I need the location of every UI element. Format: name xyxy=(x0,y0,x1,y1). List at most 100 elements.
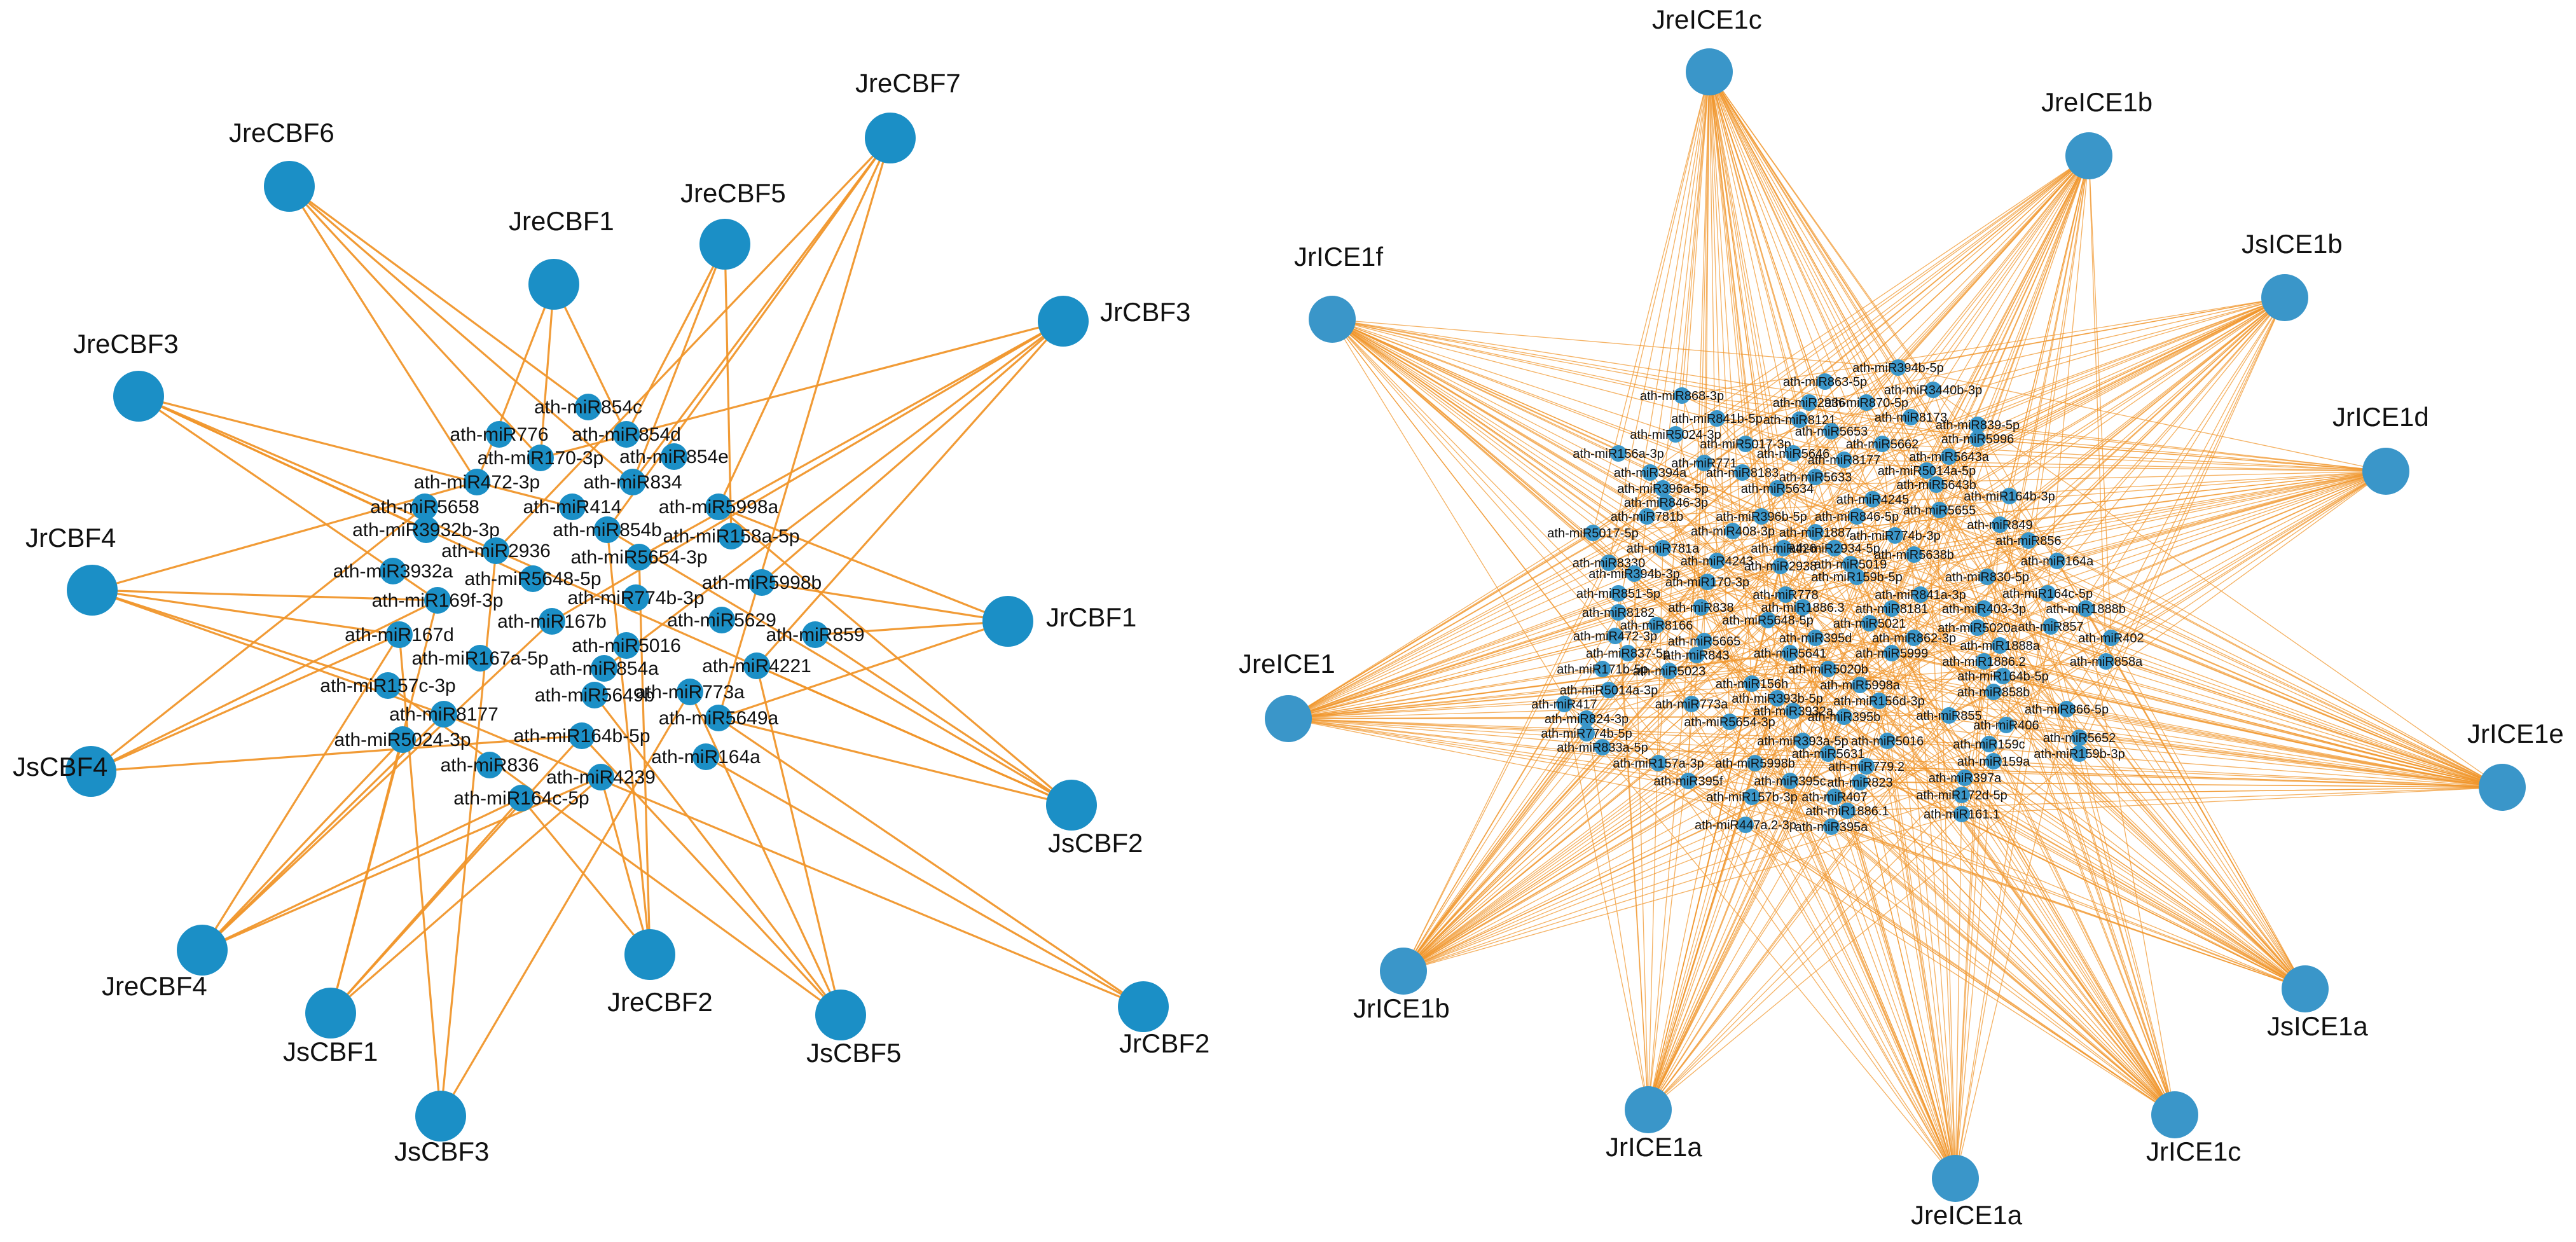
mirna-node-ath-mir870-5p[interactable]: ath-miR870-5p xyxy=(1824,394,1908,411)
mirna-node-ath-mir773a[interactable]: ath-miR773a xyxy=(635,679,745,705)
mirna-node-ath-mir394b-5p[interactable]: ath-miR394b-5p xyxy=(1852,359,1944,376)
mirna-node-ath-mir5634[interactable]: ath-miR5634 xyxy=(1741,480,1814,497)
mirna-node-ath-mir1886-2[interactable]: ath-miR1886.2 xyxy=(1942,653,2026,670)
mirna-node-ath-mir161-1[interactable]: ath-miR161.1 xyxy=(1924,806,2000,822)
mirna-node-ath-mir403-3p[interactable]: ath-miR403-3p xyxy=(1942,600,2026,617)
mirna-node-ath-mir3440b-3p[interactable]: ath-miR3440b-3p xyxy=(1884,382,1983,398)
mirna-node-ath-mir833a-5p[interactable]: ath-miR833a-5p xyxy=(1557,739,1648,756)
gene-node-jreice1a[interactable]: JreICE1a xyxy=(1911,1155,2023,1230)
mirna-node-ath-mir5643a[interactable]: ath-miR5643a xyxy=(1909,448,1990,465)
mirna-node-ath-mir5652[interactable]: ath-miR5652 xyxy=(2043,729,2116,746)
mirna-node-ath-mir170-3p[interactable]: ath-miR170-3p xyxy=(478,445,603,471)
mirna-node-ath-mir164b-5p[interactable]: ath-miR164b-5p xyxy=(513,722,651,749)
mirna-node-ath-mir846-3p[interactable]: ath-miR846-3p xyxy=(1624,494,1708,511)
mirna-node-ath-mir167b[interactable]: ath-miR167b xyxy=(497,608,607,635)
mirna-node-ath-mir8183[interactable]: ath-miR8183 xyxy=(1706,464,1779,481)
mirna-node-ath-mir836[interactable]: ath-miR836 xyxy=(440,752,539,778)
mirna-node-ath-mir5016[interactable]: ath-miR5016 xyxy=(572,632,681,659)
mirna-node-ath-mir2938[interactable]: ath-miR2938 xyxy=(1744,558,1817,574)
mirna-node-ath-mir3932b-3p[interactable]: ath-miR3932b-3p xyxy=(352,516,500,543)
gene-node-jrecbf3[interactable]: JreCBF3 xyxy=(73,329,179,422)
mirna-node-ath-mir394a[interactable]: ath-miR394a xyxy=(1614,464,1687,481)
gene-node-jrecbf1[interactable]: JreCBF1 xyxy=(509,206,614,310)
mirna-node-ath-mir5648-5p[interactable]: ath-miR5648-5p xyxy=(1722,612,1814,628)
mirna-node-ath-mir414[interactable]: ath-miR414 xyxy=(523,493,622,520)
gene-node-jrice1e[interactable]: JrICE1e xyxy=(2467,719,2564,811)
mirna-node-ath-mir5998b[interactable]: ath-miR5998b xyxy=(702,569,822,596)
gene-node-jreice1c[interactable]: JreICE1c xyxy=(1652,4,1762,95)
mirna-node-ath-mir774b-3p[interactable]: ath-miR774b-3p xyxy=(1849,527,1941,544)
mirna-node-ath-mir1886-1[interactable]: ath-miR1886.1 xyxy=(1805,803,1889,819)
mirna-node-ath-mir396a-5p[interactable]: ath-miR396a-5p xyxy=(1617,480,1709,497)
gene-node-jrice1f[interactable]: JrICE1f xyxy=(1294,242,1383,343)
mirna-node-ath-mir5648-5p[interactable]: ath-miR5648-5p xyxy=(464,565,602,592)
gene-node-jreice1[interactable]: JreICE1 xyxy=(1239,649,1335,742)
mirna-node-ath-mir159b-3p[interactable]: ath-miR159b-3p xyxy=(2034,745,2125,762)
mirna-node-ath-mir854c[interactable]: ath-miR854c xyxy=(534,394,642,420)
mirna-node-ath-mir5014a-3p[interactable]: ath-miR5014a-3p xyxy=(1560,682,1658,698)
gene-node-jrecbf6[interactable]: JreCBF6 xyxy=(229,118,334,212)
mirna-node-ath-mir159b-5p[interactable]: ath-miR159b-5p xyxy=(1811,569,1903,585)
mirna-node-ath-mir5653[interactable]: ath-miR5653 xyxy=(1795,423,1868,439)
mirna-node-ath-mir5020b[interactable]: ath-miR5020b xyxy=(1788,661,1868,677)
gene-node-jrice1c[interactable]: JrICE1c xyxy=(2146,1091,2241,1166)
gene-node-jscbf1[interactable]: JsCBF1 xyxy=(283,988,378,1066)
mirna-node-ath-mir5017-5p[interactable]: ath-miR5017-5p xyxy=(1547,525,1639,541)
mirna-node-ath-mir5016[interactable]: ath-miR5016 xyxy=(1851,733,1924,749)
mirna-node-ath-mir5631[interactable]: ath-miR5631 xyxy=(1792,745,1865,762)
mirna-node-ath-mir3932a[interactable]: ath-miR3932a xyxy=(1753,703,1834,719)
mirna-node-ath-mir5019[interactable]: ath-miR5019 xyxy=(1814,556,1887,572)
mirna-node-ath-mir5643b[interactable]: ath-miR5643b xyxy=(1896,476,1976,493)
gene-node-jrice1a[interactable]: JrICE1a xyxy=(1606,1086,1702,1162)
mirna-node-ath-mir843[interactable]: ath-miR843 xyxy=(1663,647,1730,663)
mirna-node-ath-mir417[interactable]: ath-miR417 xyxy=(1531,696,1597,712)
mirna-node-ath-mir1887[interactable]: ath-miR1887 xyxy=(1779,524,1852,541)
mirna-node-ath-mir5024-3p[interactable]: ath-miR5024-3p xyxy=(334,726,471,753)
mirna-node-ath-mir4243[interactable]: ath-miR4243 xyxy=(1681,553,1754,569)
mirna-node-ath-mir5662[interactable]: ath-miR5662 xyxy=(1846,436,1919,452)
mirna-node-ath-mir8121[interactable]: ath-miR8121 xyxy=(1763,411,1836,428)
mirna-node-ath-mir5649b[interactable]: ath-miR5649b xyxy=(535,682,654,708)
mirna-node-ath-mir5658[interactable]: ath-miR5658 xyxy=(370,493,479,520)
mirna-node-ath-mir167a-5p[interactable]: ath-miR167a-5p xyxy=(411,645,549,672)
mirna-node-ath-mir8173[interactable]: ath-miR8173 xyxy=(1875,409,1948,425)
mirna-node-ath-mir8166[interactable]: ath-miR8166 xyxy=(1620,617,1693,633)
mirna-node-ath-mir774b-5p[interactable]: ath-miR774b-5p xyxy=(1541,725,1632,742)
mirna-node-ath-mir858b[interactable]: ath-miR858b xyxy=(1957,684,2030,700)
mirna-node-ath-mir156h[interactable]: ath-miR156h xyxy=(1716,675,1789,692)
mirna-node-ath-mir1888a[interactable]: ath-miR1888a xyxy=(1960,637,2041,654)
mirna-node-ath-mir164c-5p[interactable]: ath-miR164c-5p xyxy=(2002,585,2093,602)
mirna-node-ath-mir5021[interactable]: ath-miR5021 xyxy=(1833,615,1906,631)
gene-node-jrecbf2[interactable]: JreCBF2 xyxy=(607,929,713,1017)
mirna-node-ath-mir158a-5p[interactable]: ath-miR158a-5p xyxy=(663,523,800,549)
gene-node-jscbf4[interactable]: JsCBF4 xyxy=(13,746,116,797)
mirna-node-ath-mir778[interactable]: ath-miR778 xyxy=(1753,586,1819,603)
mirna-node-ath-mir408-3p[interactable]: ath-miR408-3p xyxy=(1691,523,1775,539)
mirna-node-ath-mir4221[interactable]: ath-miR4221 xyxy=(702,652,811,679)
mirna-node-ath-mir781b[interactable]: ath-miR781b xyxy=(1611,508,1684,525)
mirna-node-ath-mir868-3p[interactable]: ath-miR868-3p xyxy=(1640,387,1724,404)
mirna-node-ath-mir2936[interactable]: ath-miR2936 xyxy=(441,537,551,564)
gene-node-jrcbf3[interactable]: JrCBF3 xyxy=(1038,296,1190,347)
gene-node-jrecbf5[interactable]: JreCBF5 xyxy=(680,178,786,270)
mirna-node-ath-mir397a[interactable]: ath-miR397a xyxy=(1929,769,2002,786)
mirna-node-ath-mir841b-5p[interactable]: ath-miR841b-5p xyxy=(1671,410,1763,427)
mirna-node-ath-mir164a[interactable]: ath-miR164a xyxy=(2021,553,2094,569)
mirna-node-ath-mir856[interactable]: ath-miR856 xyxy=(1995,532,2062,549)
mirna-node-ath-mir5654-3p[interactable]: ath-miR5654-3p xyxy=(1684,714,1775,730)
mirna-node-ath-mir5655[interactable]: ath-miR5655 xyxy=(1903,502,1976,518)
mirna-node-ath-mir171b-5p[interactable]: ath-miR171b-5p xyxy=(1557,661,1648,677)
mirna-node-ath-mir2934-5p[interactable]: ath-miR2934-5p xyxy=(1789,540,1880,556)
mirna-node-ath-mir5646[interactable]: ath-miR5646 xyxy=(1757,445,1830,462)
mirna-node-ath-mir164b-3p[interactable]: ath-miR164b-3p xyxy=(1964,488,2055,504)
gene-node-jrcbf1[interactable]: JrCBF1 xyxy=(982,596,1136,647)
mirna-node-ath-mir849[interactable]: ath-miR849 xyxy=(1967,516,2033,533)
mirna-node-ath-mir395b[interactable]: ath-miR395b xyxy=(1808,708,1881,725)
mirna-node-ath-mir5998a[interactable]: ath-miR5998a xyxy=(659,493,779,520)
mirna-node-ath-mir854b[interactable]: ath-miR854b xyxy=(553,516,662,543)
mirna-node-ath-mir402[interactable]: ath-miR402 xyxy=(2078,630,2144,646)
mirna-node-ath-mir5024-3p[interactable]: ath-miR5024-3p xyxy=(1630,426,1721,443)
mirna-node-ath-mir395a[interactable]: ath-miR395a xyxy=(1795,818,1868,835)
mirna-node-ath-mir834[interactable]: ath-miR834 xyxy=(583,469,682,495)
mirna-node-ath-mir5998b[interactable]: ath-miR5998b xyxy=(1715,755,1795,771)
